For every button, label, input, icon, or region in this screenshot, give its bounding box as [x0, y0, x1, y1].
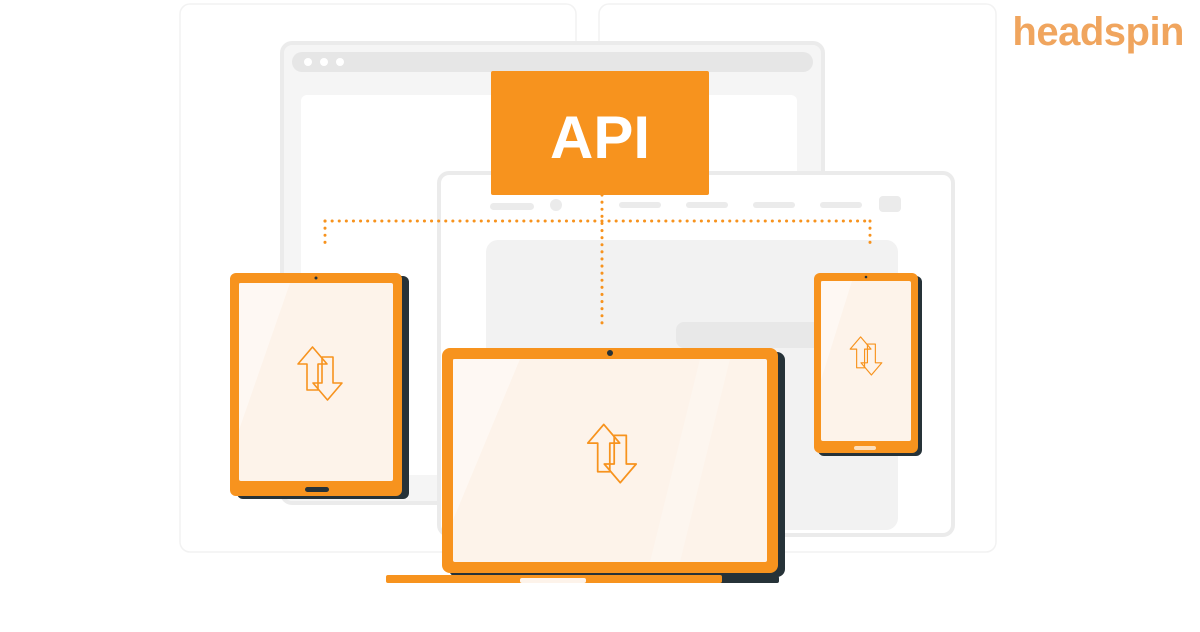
- api-label: API: [550, 104, 650, 171]
- phone-device: [814, 273, 922, 456]
- window-dot-icon: [304, 58, 312, 66]
- tablet-device: [230, 273, 409, 499]
- laptop-device: [386, 348, 785, 583]
- window-dot-icon: [336, 58, 344, 66]
- headspin-logo[interactable]: headspin: [1012, 10, 1184, 54]
- api-badge: [491, 71, 709, 195]
- window-dot-icon: [320, 58, 328, 66]
- connector-lines: [323, 193, 872, 330]
